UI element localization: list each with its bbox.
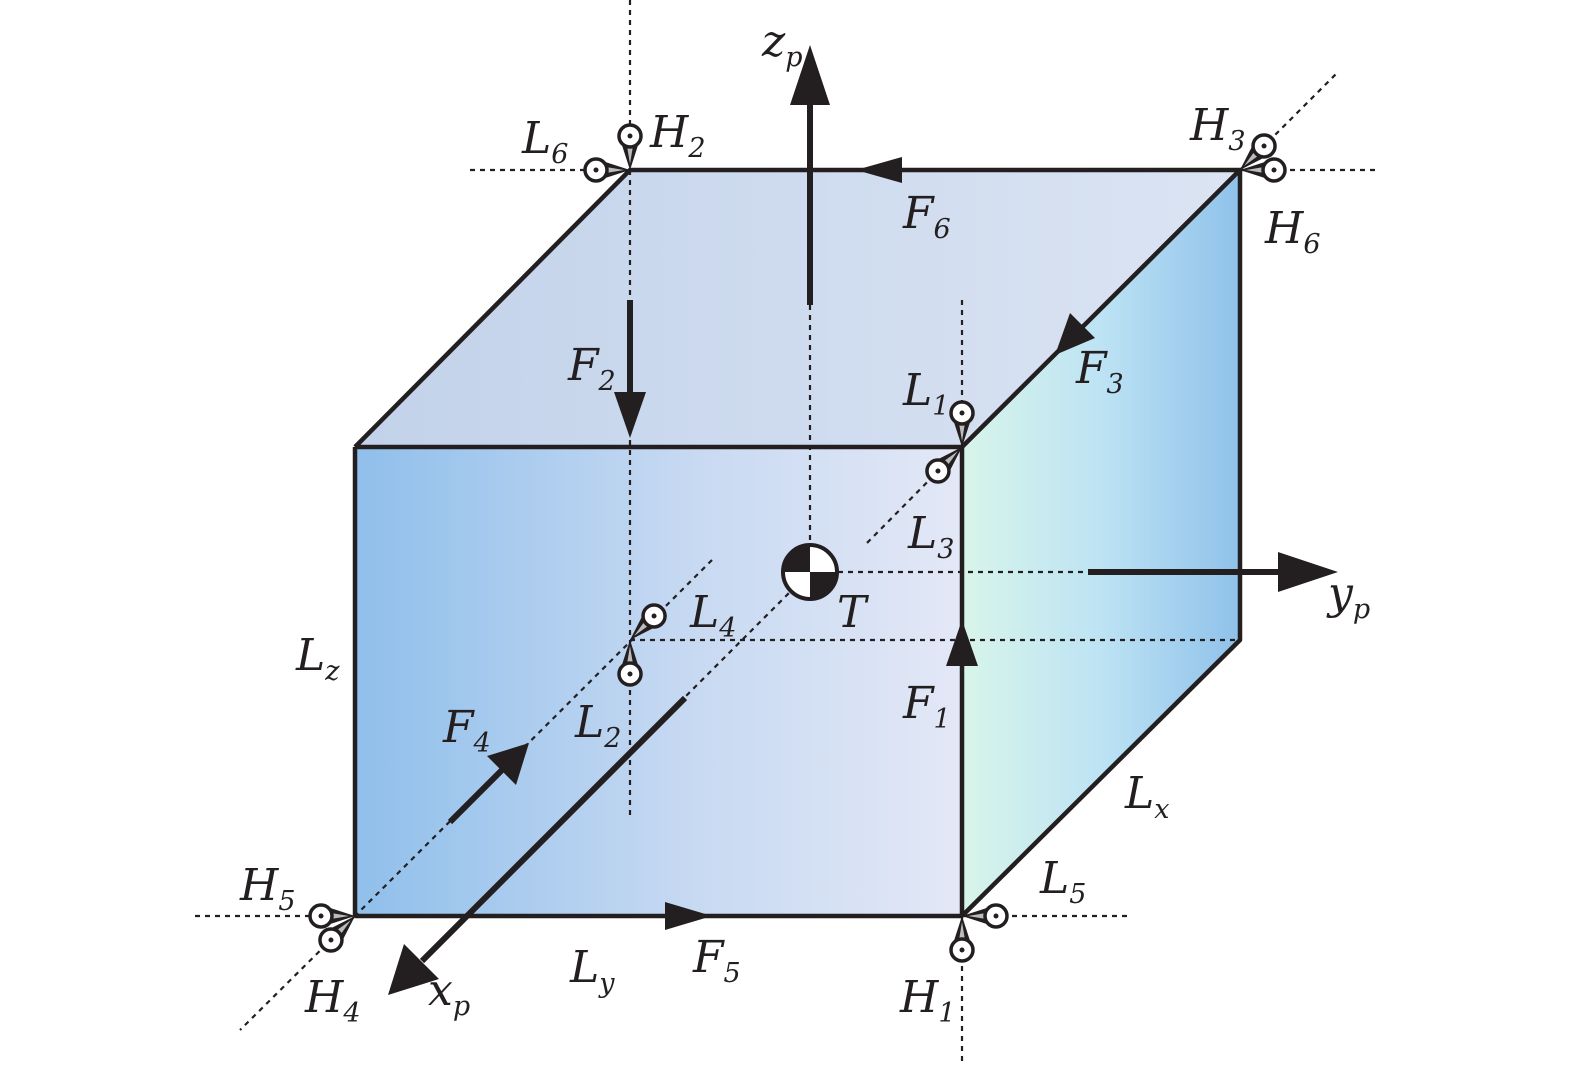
force-arrow-f6 bbox=[856, 157, 902, 183]
force-arrow-f5 bbox=[665, 902, 712, 930]
label-H6: H6 bbox=[1264, 203, 1321, 260]
thruster-h2 bbox=[617, 123, 643, 170]
thruster-l4 bbox=[630, 603, 667, 640]
y-axis-arrow bbox=[1088, 552, 1338, 592]
labels: zp yp xp T F1 F2 F3 F4 F5 F6 L1 L2 L3 L4… bbox=[239, 16, 1370, 1029]
z-axis-arrow bbox=[790, 45, 830, 305]
label-Lx: Lx bbox=[1124, 768, 1169, 825]
thruster-h4 bbox=[318, 916, 355, 953]
label-Lz: Lz bbox=[295, 630, 340, 687]
label-yp: yp bbox=[1326, 568, 1370, 625]
thruster-l3 bbox=[925, 447, 962, 484]
label-F5: F5 bbox=[692, 932, 741, 989]
label-F1: F1 bbox=[902, 678, 951, 735]
label-L5: L5 bbox=[1039, 853, 1086, 910]
label-H5: H5 bbox=[239, 860, 296, 917]
label-H1: H1 bbox=[899, 972, 956, 1029]
thruster-l6 bbox=[583, 157, 630, 183]
label-F2: F2 bbox=[567, 340, 616, 397]
label-L3: L3 bbox=[907, 508, 954, 565]
label-zp: zp bbox=[761, 16, 802, 73]
thruster-h5 bbox=[308, 903, 355, 929]
label-T: T bbox=[837, 587, 870, 638]
force-arrow-f1 bbox=[946, 620, 978, 666]
label-L4: L4 bbox=[689, 587, 736, 644]
right-face bbox=[962, 170, 1240, 916]
thrusters bbox=[308, 123, 1287, 963]
thruster-h6 bbox=[1240, 157, 1287, 183]
force-arrow-f4 bbox=[447, 743, 529, 825]
thruster-l5 bbox=[962, 903, 1009, 929]
thruster-h1 bbox=[949, 916, 975, 963]
label-Ly: Ly bbox=[569, 942, 615, 999]
force-arrow-f3 bbox=[1055, 313, 1095, 355]
center-of-mass-symbol bbox=[781, 543, 839, 601]
label-F4: F4 bbox=[442, 702, 491, 759]
label-F6: F6 bbox=[902, 188, 951, 245]
x-axis-arrow bbox=[388, 695, 688, 995]
label-xp: xp bbox=[428, 965, 470, 1022]
front-face bbox=[355, 447, 962, 916]
thruster-h3 bbox=[1240, 133, 1277, 170]
label-H4: H4 bbox=[304, 972, 361, 1029]
force-arrow-f2 bbox=[614, 300, 646, 438]
top-face bbox=[355, 170, 1240, 447]
thruster-l2 bbox=[617, 640, 643, 687]
thruster-l1 bbox=[949, 400, 975, 447]
label-H2: H2 bbox=[649, 107, 706, 164]
label-L6: L6 bbox=[521, 113, 568, 170]
label-L2: L2 bbox=[574, 697, 621, 754]
label-F3: F3 bbox=[1075, 343, 1124, 400]
label-L1: L1 bbox=[902, 365, 949, 422]
label-H3: H3 bbox=[1189, 100, 1246, 157]
